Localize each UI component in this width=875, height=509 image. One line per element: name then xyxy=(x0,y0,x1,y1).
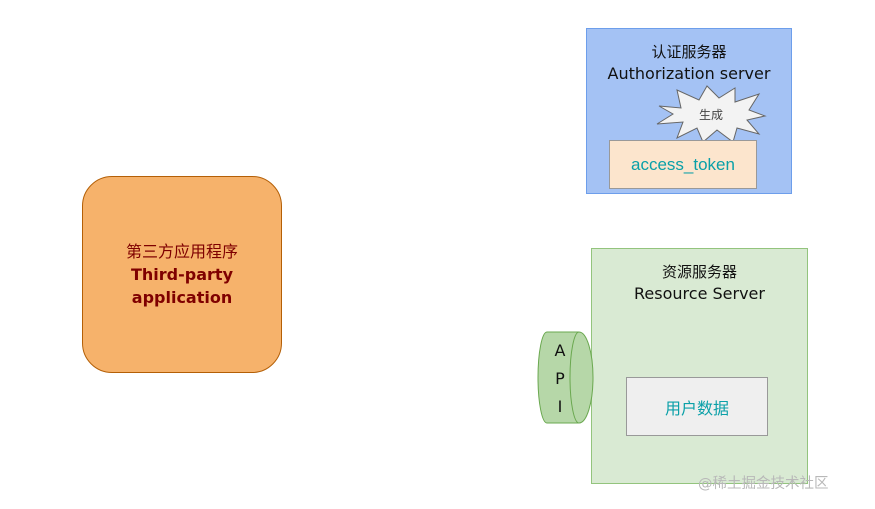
api-cylinder: A P I xyxy=(537,331,595,424)
authorization-server-node: 认证服务器 Authorization server 生成 access_tok… xyxy=(586,28,792,194)
generate-label: 生成 xyxy=(698,107,723,122)
authorization-server-title: 认证服务器 Authorization server xyxy=(587,41,791,85)
resource-server-label-en: Resource Server xyxy=(634,284,765,303)
resource-server-title: 资源服务器 Resource Server xyxy=(592,261,807,305)
third-party-app-label-cn: 第三方应用程序 xyxy=(125,242,238,261)
third-party-application-node: 第三方应用程序 Third-party application xyxy=(82,176,282,373)
resource-server-label-cn: 资源服务器 xyxy=(661,263,737,281)
third-party-app-label-en-line2: application xyxy=(131,288,233,307)
resource-server-node: 资源服务器 Resource Server 用户数据 xyxy=(591,248,808,484)
generate-burst-shape xyxy=(656,85,767,143)
access-token-box: access_token xyxy=(609,140,757,189)
authorization-server-label-cn: 认证服务器 xyxy=(651,43,727,61)
api-cylinder-shape xyxy=(537,331,594,424)
api-label: A P I xyxy=(547,341,573,417)
third-party-app-label-en-line1: Third-party xyxy=(131,265,233,284)
api-letter-a: A xyxy=(554,341,566,360)
watermark-text: @稀土掘金技术社区 xyxy=(698,476,829,492)
authorization-server-label-en: Authorization server xyxy=(607,64,771,83)
api-letter-i: I xyxy=(557,397,563,416)
api-letter-p: P xyxy=(555,369,565,388)
user-data-box: 用户数据 xyxy=(626,377,768,436)
